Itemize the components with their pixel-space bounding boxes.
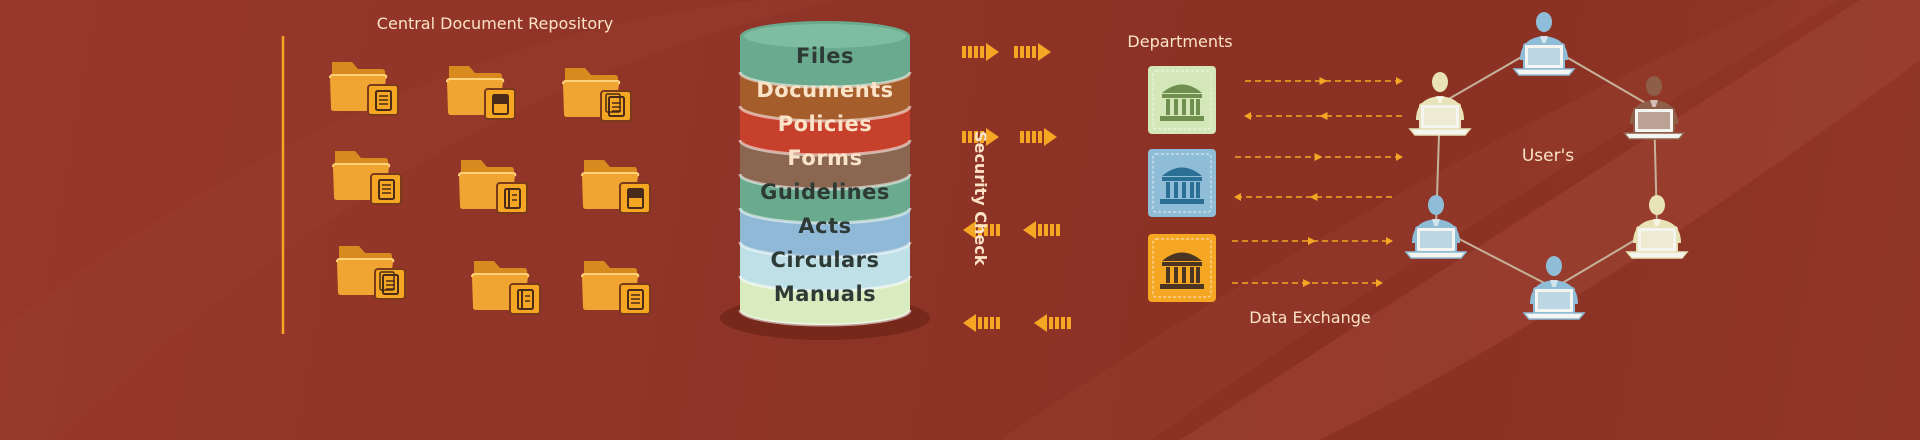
- user-laptop-icon: [1408, 72, 1472, 136]
- user-laptop-icon: [1404, 195, 1468, 259]
- copy-icon: [600, 90, 632, 122]
- folder-icon: [332, 151, 402, 205]
- layer-label-documents: Documents: [756, 78, 894, 102]
- database-layer: [738, 21, 912, 89]
- light-sweep: [1000, 0, 1840, 440]
- layer-label-guidelines: Guidelines: [760, 180, 890, 204]
- book-icon: [619, 182, 651, 214]
- folder-grid: [329, 62, 651, 315]
- folder-icon: [581, 160, 651, 214]
- arrow-right-icon: [962, 43, 999, 61]
- departments-title: Departments: [1127, 32, 1233, 51]
- layer-label-policies: Policies: [777, 112, 873, 136]
- bank-building-icon: [1148, 149, 1216, 217]
- folder-icon: [336, 246, 406, 300]
- user-laptop-icon: [1622, 76, 1686, 140]
- arrow-right-icon: [1014, 43, 1051, 61]
- department-list: [1148, 66, 1216, 302]
- layer-label-acts: Acts: [798, 214, 852, 238]
- layer-label-manuals: Manuals: [773, 282, 877, 306]
- folder-icon: [329, 62, 399, 116]
- arrow-left-icon: [1023, 221, 1060, 239]
- dashed-arrow: [1232, 237, 1393, 245]
- folder-icon: [446, 66, 516, 120]
- security-arrows: [962, 43, 1071, 332]
- folder-icon: [471, 261, 541, 315]
- dashed-arrow: [1245, 77, 1403, 85]
- folder-icon: [458, 160, 528, 214]
- folder-icon: [562, 68, 632, 122]
- folder-icon: [581, 261, 651, 315]
- document-icon: [619, 283, 651, 315]
- arrow-left-icon: [963, 221, 1000, 239]
- light-sweep: [0, 0, 840, 440]
- user-laptop-icon: [1625, 195, 1689, 259]
- security-check-label: Security Check: [971, 131, 990, 266]
- arrow-left-icon: [1034, 314, 1071, 332]
- user-network: [1404, 12, 1689, 320]
- binder-icon: [509, 283, 541, 315]
- user-laptop-icon: [1522, 256, 1586, 320]
- arrow-left-icon: [963, 314, 1000, 332]
- light-sweep: [1180, 0, 1920, 440]
- document-icon: [367, 84, 399, 116]
- data-exchange-label: Data Exchange: [1249, 308, 1371, 327]
- repository-title: Central Document Repository: [376, 14, 614, 33]
- bank-building-icon: [1148, 234, 1216, 302]
- layer-label-circulars: Circulars: [770, 248, 880, 272]
- book-icon: [484, 88, 516, 120]
- dashed-arrow: [1232, 279, 1383, 287]
- binder-icon: [496, 182, 528, 214]
- layer-label-files: Files: [796, 44, 854, 68]
- data-exchange-arrows: [1232, 77, 1403, 287]
- layer-label-forms: Forms: [787, 146, 863, 170]
- users-label: User's: [1521, 146, 1575, 166]
- database-top: [744, 24, 906, 48]
- dashed-arrow: [1234, 193, 1392, 201]
- bank-building-icon: [1148, 66, 1216, 134]
- dashed-arrow: [1235, 153, 1403, 161]
- document-database: [720, 21, 930, 340]
- arrow-right-icon: [1020, 128, 1057, 146]
- dashed-arrow: [1244, 112, 1402, 120]
- copy-icon: [374, 268, 406, 300]
- document-icon: [370, 173, 402, 205]
- arrow-right-icon: [962, 128, 999, 146]
- user-laptop-icon: [1512, 12, 1576, 76]
